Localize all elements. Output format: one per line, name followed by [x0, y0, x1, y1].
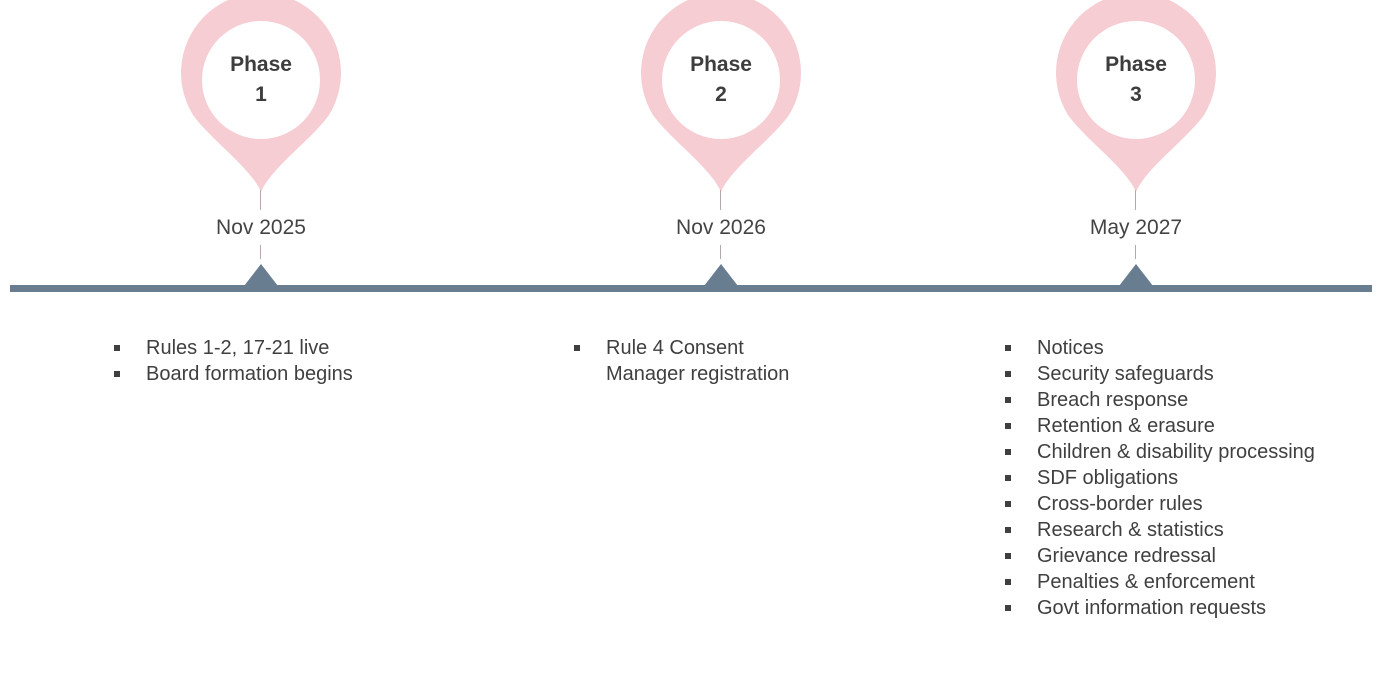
phase-3-marker: Phase 3 May 2027: [1056, 0, 1216, 300]
list-item: Notices: [1003, 335, 1315, 361]
phase-label: Phase: [1105, 53, 1167, 76]
timeline-marker-arrow: [1119, 264, 1153, 286]
list-item: Cross-border rules: [1003, 491, 1315, 517]
phase-1-marker: Phase 1 Nov 2025: [181, 0, 341, 300]
list-item-text: Research & statistics: [1037, 519, 1224, 541]
list-item-text: Security safeguards: [1037, 363, 1214, 385]
list-item: SDF obligations: [1003, 465, 1315, 491]
timeline-axis: [10, 285, 1372, 292]
list-item: Board formation begins: [112, 361, 353, 387]
list-item: Govt information requests: [1003, 595, 1315, 621]
square-bullet-icon: [574, 345, 580, 351]
connector-line: [720, 245, 721, 259]
timeline-marker-arrow: [704, 264, 738, 286]
list-item: Security safeguards: [1003, 361, 1315, 387]
phase-badge: Phase 1: [202, 21, 320, 139]
phase-number: 2: [715, 83, 727, 106]
list-item: Rule 4 Consent: [572, 335, 789, 361]
phase-label: Phase: [690, 53, 752, 76]
phase-2-marker: Phase 2 Nov 2026: [641, 0, 801, 300]
list-item-text: Children & disability processing: [1037, 441, 1315, 463]
phase-2-item-list: Rule 4 Consent Manager registration: [572, 335, 789, 387]
square-bullet-icon: [1005, 371, 1011, 377]
connector-line: [720, 190, 721, 210]
list-item: Retention & erasure: [1003, 413, 1315, 439]
connector-line: [1135, 245, 1136, 259]
list-item: Children & disability processing: [1003, 439, 1315, 465]
list-item-text: Board formation begins: [146, 363, 353, 385]
square-bullet-icon: [1005, 449, 1011, 455]
connector-line: [260, 190, 261, 210]
list-item-text: SDF obligations: [1037, 467, 1179, 489]
list-item-text: Manager registration: [606, 363, 790, 385]
list-item: Rules 1-2, 17-21 live: [112, 335, 353, 361]
square-bullet-icon: [1005, 553, 1011, 559]
list-item: Grievance redressal: [1003, 543, 1315, 569]
phase-date: Nov 2025: [216, 216, 306, 239]
square-bullet-icon: [1005, 397, 1011, 403]
phase-3-item-list: Notices Security safeguards Breach respo…: [1003, 335, 1315, 621]
phase-badge: Phase 3: [1077, 21, 1195, 139]
phase-number: 1: [255, 83, 267, 106]
square-bullet-icon: [1005, 345, 1011, 351]
list-item-text: Cross-border rules: [1037, 493, 1203, 515]
square-bullet-icon: [1005, 475, 1011, 481]
list-item-text: Retention & erasure: [1037, 415, 1215, 437]
list-item-continuation: Manager registration: [572, 361, 789, 387]
square-bullet-icon: [1005, 579, 1011, 585]
list-item: Penalties & enforcement: [1003, 569, 1315, 595]
list-item: Research & statistics: [1003, 517, 1315, 543]
list-item-text: Penalties & enforcement: [1037, 571, 1255, 593]
square-bullet-icon: [114, 371, 120, 377]
list-item-text: Notices: [1037, 337, 1104, 359]
list-item-text: Rules 1-2, 17-21 live: [146, 337, 330, 359]
phase-1-item-list: Rules 1-2, 17-21 live Board formation be…: [112, 335, 353, 387]
list-item-text: Breach response: [1037, 389, 1189, 411]
square-bullet-icon: [1005, 423, 1011, 429]
square-bullet-icon: [114, 345, 120, 351]
phase-date: Nov 2026: [676, 216, 766, 239]
list-item-text: Govt information requests: [1037, 597, 1266, 619]
connector-line: [260, 245, 261, 259]
square-bullet-icon: [1005, 605, 1011, 611]
phase-number: 3: [1130, 83, 1142, 106]
phase-date: May 2027: [1089, 216, 1183, 239]
timeline-marker-arrow: [244, 264, 278, 286]
connector-line: [1135, 190, 1136, 210]
phase-label: Phase: [230, 53, 292, 76]
phase-badge: Phase 2: [662, 21, 780, 139]
list-item-text: Grievance redressal: [1037, 545, 1216, 567]
list-item-text: Rule 4 Consent: [606, 337, 744, 359]
square-bullet-icon: [1005, 501, 1011, 507]
list-item: Breach response: [1003, 387, 1315, 413]
square-bullet-icon: [1005, 527, 1011, 533]
